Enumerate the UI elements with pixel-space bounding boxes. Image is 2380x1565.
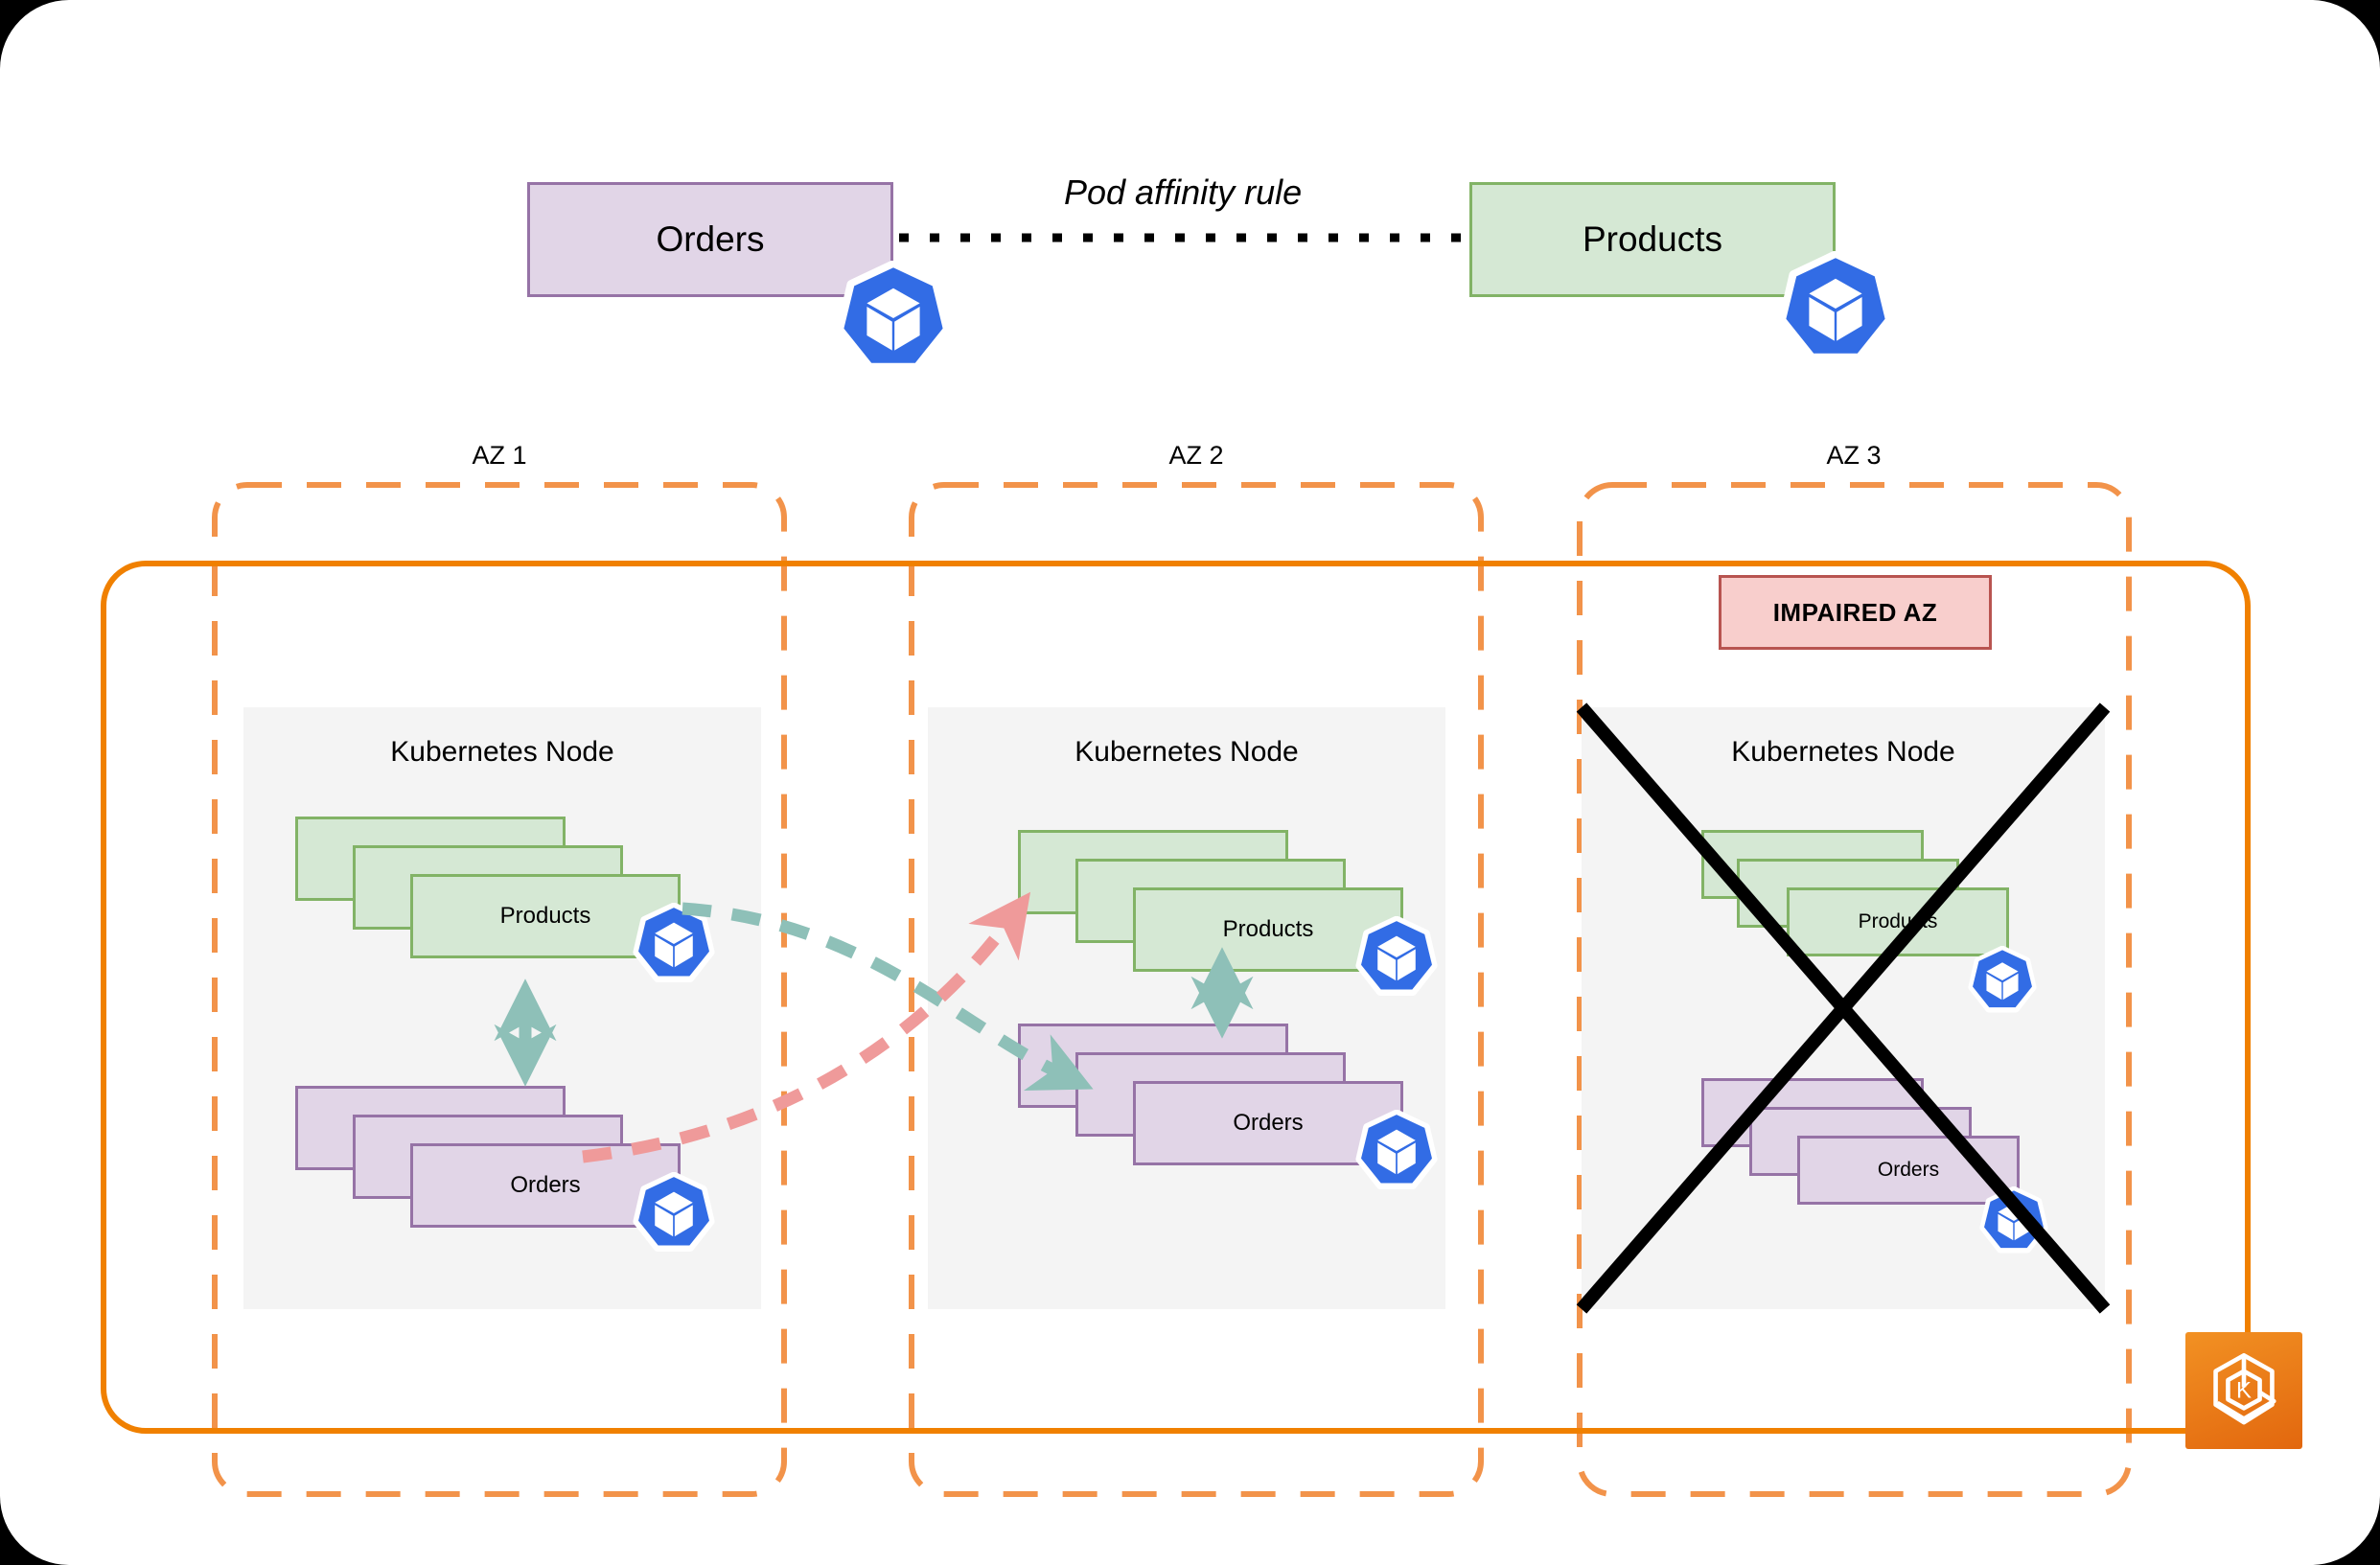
cluster-boundary — [101, 561, 2251, 1434]
az-label-1: AZ 1 — [472, 441, 527, 470]
pod-label-az1-orders: Orders — [510, 1172, 581, 1198]
kubernetes-node-title-az-2: Kubernetes Node — [1074, 736, 1299, 768]
kubernetes-pod-icon — [836, 261, 951, 372]
impaired-az-badge: IMPAIRED AZ — [1719, 575, 1992, 650]
kubernetes-pod-icon — [1355, 1110, 1438, 1189]
cross-az-curve-orders-to-products — [582, 891, 1031, 1163]
pod-label-az2-products: Products — [1222, 916, 1314, 942]
kubernetes-node-title-az-3: Kubernetes Node — [1731, 736, 1955, 768]
impaired-cross-out-icon — [1576, 702, 2111, 1314]
kubernetes-node-az-2[interactable] — [928, 707, 1445, 1309]
pod-label-az2-orders: Orders — [1233, 1110, 1304, 1136]
kubernetes-pod-icon — [1778, 251, 1893, 362]
kubernetes-node-title-az-1: Kubernetes Node — [390, 736, 614, 768]
service-box-orders[interactable]: Orders — [527, 182, 893, 297]
cross-az-curve-products-to-orders — [682, 902, 1094, 1092]
az-boundary-az-2 — [909, 482, 1484, 1497]
kubernetes-cluster-logo: K — [2185, 1332, 2302, 1449]
service-box-products[interactable]: Products — [1469, 182, 1836, 297]
cluster-hexagon-icon: K — [2213, 1352, 2276, 1425]
az-boundary-az-1 — [212, 482, 787, 1497]
cluster-logo-letter: K — [2236, 1377, 2252, 1403]
service-box-orders-label: Orders — [656, 219, 765, 259]
az-label-3: AZ 3 — [1826, 441, 1882, 470]
az-label-2: AZ 2 — [1168, 441, 1224, 470]
az-boundary-az-3 — [1577, 482, 2132, 1497]
affinity-rule-label: Pod affinity rule — [1064, 173, 1303, 212]
pod-label-az1-products: Products — [499, 903, 591, 929]
kubernetes-pod-icon — [633, 903, 715, 982]
kubernetes-pod-icon — [1979, 1186, 2048, 1254]
kubernetes-pod-icon — [1968, 946, 2037, 1013]
pod-label-az3-orders: Orders — [1877, 1159, 1940, 1181]
service-box-products-label: Products — [1582, 219, 1722, 259]
kubernetes-pod-icon — [1355, 916, 1438, 996]
kubernetes-pod-icon — [633, 1172, 715, 1252]
